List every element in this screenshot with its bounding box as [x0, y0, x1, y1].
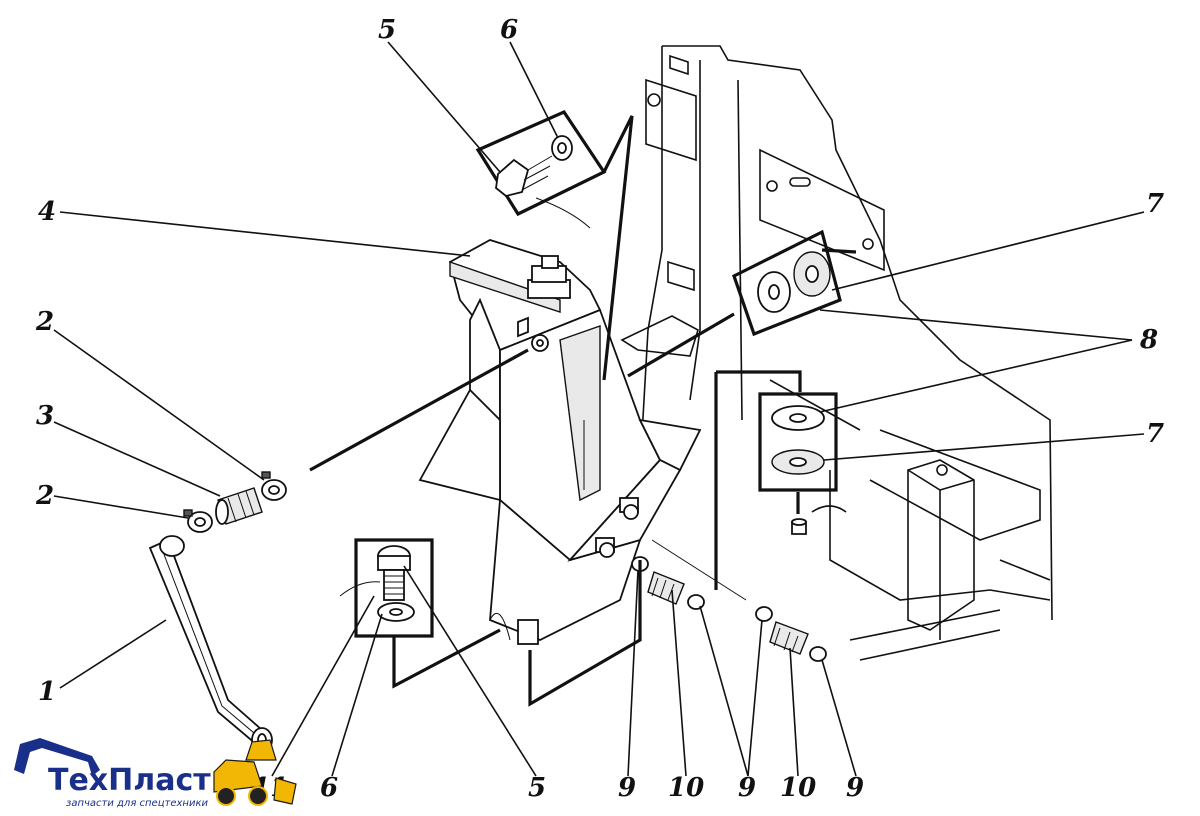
callout-9-a: 9	[618, 773, 636, 803]
clamp-sleeve-right	[631, 556, 827, 662]
callout-2-lower: 2	[35, 481, 54, 511]
logo-tagline: запчасти для спецтехники	[66, 798, 208, 809]
callout-7-mid: 7	[1146, 419, 1164, 449]
callout-5-bottom: 5	[528, 773, 546, 803]
excavator-arm-icon	[14, 738, 100, 776]
machine-frame	[620, 45, 1053, 661]
inset-top-bolt	[475, 109, 607, 229]
callout-labels: 5 6 4 7 8 7 2 3 2 1 11 6 5 9 10 9 10 9	[35, 15, 1164, 803]
leader-lines	[53, 41, 1145, 777]
callout-8: 8	[1139, 325, 1158, 355]
inset-bottom-bolt	[339, 538, 434, 638]
callout-4: 4	[38, 197, 56, 227]
callout-6-top: 6	[500, 15, 518, 45]
loader-icon	[213, 739, 297, 806]
callout-5-top: 5	[378, 15, 396, 45]
callout-9-b: 9	[738, 773, 756, 803]
inset-washers-upper	[732, 229, 842, 337]
inset-washers-lower	[758, 392, 838, 535]
tank-assembly	[418, 239, 702, 645]
callout-3: 3	[36, 401, 54, 431]
callout-7-top: 7	[1146, 189, 1164, 219]
callout-6-bottom: 6	[320, 773, 338, 803]
assembly-lines	[309, 115, 857, 707]
callout-10-b: 10	[780, 773, 816, 803]
brand-logo: ТехПласт запчасти для спецтехники	[14, 738, 297, 809]
callout-1: 1	[38, 677, 56, 707]
callout-9-c: 9	[846, 773, 864, 803]
callout-10-a: 10	[668, 773, 704, 803]
pipe	[148, 535, 273, 753]
clamp-sleeve-left	[183, 471, 287, 533]
logo-text: ТехПласт	[48, 763, 211, 798]
callout-2-upper: 2	[35, 307, 54, 337]
